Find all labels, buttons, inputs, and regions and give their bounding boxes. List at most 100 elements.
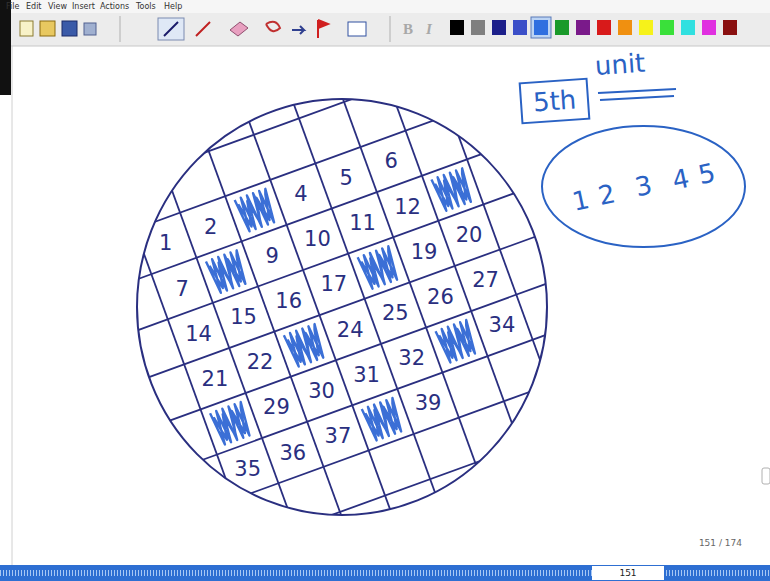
defect-marks [206,168,475,444]
grid-line [0,0,278,581]
toolbar-icons [20,16,390,42]
defect-scribble [431,168,470,211]
toolbar-separator [120,16,121,42]
menu-item: Actions [100,3,129,11]
grid-line [270,0,549,581]
grid-line [0,295,770,581]
die-number: 1 [159,233,172,254]
menu-bar [0,0,770,13]
defect-scribble [206,250,245,293]
toolbar-border [0,46,770,47]
defect-scribble [436,320,475,363]
unit-row: 12453 [568,152,718,220]
defect-scribble [358,246,397,289]
grid-line [0,24,699,319]
die-number: 36 [279,442,306,463]
save-icon [62,21,77,36]
highlighter-icon [196,22,210,36]
color-swatch [702,20,716,35]
grid-line [0,159,748,454]
die-number: 30 [308,381,335,402]
grid-line [90,0,369,581]
grid-line [180,0,459,581]
color-swatch [723,20,737,35]
die-number: 16 [275,290,302,311]
flag-icon [318,20,328,38]
die-number: 11 [349,212,376,233]
format-button: I [426,22,432,37]
die-number: 31 [353,364,380,385]
defect-scribble [210,402,249,445]
die-number: 34 [489,315,516,336]
unit-number: 2 [596,180,618,209]
toolbar-separator [390,16,391,42]
color-swatch [471,20,485,35]
color-swatch [492,20,506,35]
unit-box: 5thunit [519,78,591,125]
grid-line [0,0,649,184]
new-icon [20,21,33,36]
die-number: 35 [234,458,261,479]
color-swatch [534,20,548,35]
die-number: 6 [385,151,398,172]
color-palette [450,17,737,38]
menu-item: Help [164,3,182,11]
color-swatch [660,20,674,35]
menu-item: Insert [72,3,95,11]
die-number: 4 [294,184,307,205]
die-number: 19 [411,241,438,262]
grid-line [360,0,639,581]
grid-line [0,30,188,581]
insert-space-icon [292,26,304,34]
menu-item: Tools [136,3,156,11]
toolbar [0,0,770,46]
page-border [12,46,13,565]
color-swatch [450,20,464,35]
grid-line [2,340,770,581]
die-number: 39 [415,393,442,414]
grid-line [496,0,770,581]
circled-unit: 3 [620,163,666,209]
color-swatch [576,20,590,35]
page-box [592,566,664,580]
die-number: 22 [247,352,274,373]
die-number: 21 [202,368,229,389]
grid-line [0,0,633,139]
screen-icon [348,22,366,36]
lasso-icon [266,22,280,31]
grid-line [451,0,730,581]
note-text: 5th [532,87,577,116]
unit-number: 4 [670,164,692,193]
grid-line [0,204,764,499]
pen-button [158,18,184,40]
note-text: unit [594,50,646,79]
die-number: 12 [394,196,421,217]
print-icon [84,23,96,35]
grid-line [0,69,715,364]
grid-line [315,0,594,581]
die-number: 15 [230,307,257,328]
unit-number: 5 [696,159,718,188]
grid-line [0,0,666,229]
die-number: 26 [427,286,454,307]
die-number: 37 [325,426,352,447]
die-number: 27 [472,270,499,291]
die-number: 17 [320,274,347,295]
die-number: 14 [185,323,212,344]
color-swatch [597,20,611,35]
color-swatch [555,20,569,35]
grid-line [0,250,770,545]
unit-oval-shape-outline [542,126,745,247]
die-number: 7 [175,278,188,299]
selected-unit-number: 3 [632,172,654,201]
grid-line [586,0,770,551]
pen-icon [164,22,178,36]
defect-scribble [362,398,401,441]
defect-scribble [235,189,274,232]
grid-line [541,0,770,567]
format-button: B [403,22,413,37]
die-number: 29 [263,397,290,418]
open-icon [40,21,55,36]
scroll-marker [762,468,770,484]
